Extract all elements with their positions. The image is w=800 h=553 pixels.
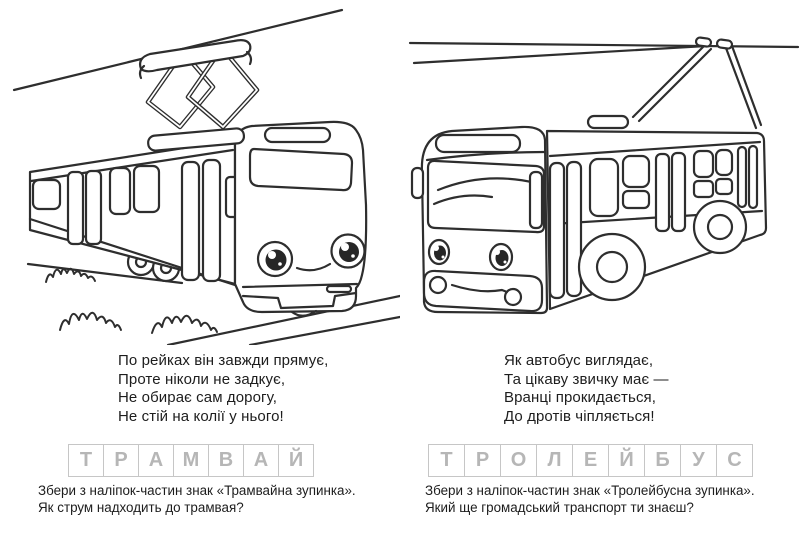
letter-cell: А	[138, 445, 173, 476]
trolley-wire	[412, 44, 708, 65]
poem-line: До дротів чіпляється!	[504, 407, 655, 425]
grass-tuft	[45, 267, 96, 283]
letter-cell: Б	[644, 445, 680, 476]
poem-line: Не обирає сам дорогу,	[118, 389, 277, 406]
tram-door	[180, 160, 201, 282]
tram-door	[201, 158, 222, 283]
answer-word-trolleybus: Т Р О Л Е Й Б У С	[428, 444, 753, 477]
grass-tuft	[151, 314, 218, 334]
trolleybus-door	[565, 160, 583, 298]
letter-cell: М	[173, 445, 208, 476]
roof-equipment-box	[586, 114, 630, 130]
trolleybus-window	[692, 179, 715, 199]
tram-door	[66, 170, 85, 246]
letter-cell: Е	[572, 445, 608, 476]
poem-line: Та цікаву звичку має —	[504, 370, 669, 388]
trolleybus-door	[654, 152, 671, 233]
trolleybus-poem: Як автобус виглядає, Та цікаву звичку ма…	[504, 352, 669, 426]
letter-cell: С	[716, 445, 752, 476]
task-line: Збери з наліпок-частин знак «Трамвайна з…	[38, 483, 356, 498]
tram-rail	[166, 294, 400, 345]
letter-cell: Т	[79, 449, 93, 471]
trolleybus-window	[714, 177, 734, 196]
tram-illustration	[12, 8, 400, 345]
letter-cell: У	[680, 445, 716, 476]
trolleybus-window	[714, 148, 734, 177]
trolley-pole	[631, 43, 707, 119]
letter-cell: Т	[440, 449, 453, 471]
answer-word-tram: Т Р А М В А Й	[68, 444, 314, 477]
tram-poem: По рейках він завжди прямує, Проте нікол…	[118, 352, 328, 426]
trolleybus-window	[692, 149, 715, 179]
tram-windshield	[248, 147, 354, 192]
trolleybus-door	[548, 161, 566, 300]
tram-rear-window	[31, 178, 62, 211]
trolleybus-window	[621, 154, 651, 189]
pantograph-contact-bar	[138, 39, 252, 73]
letter-cell: Й	[278, 445, 313, 476]
tram-door	[84, 169, 103, 246]
trolleybus-window	[588, 157, 620, 218]
letter-cell: А	[243, 445, 278, 476]
poem-line: По рейках він завжди прямує,	[118, 352, 329, 369]
letter-cell: В	[208, 445, 243, 476]
trolleybus-illustration	[408, 36, 800, 315]
letter-cell: О	[500, 445, 536, 476]
headlight	[428, 275, 448, 295]
headlight	[503, 287, 523, 307]
trolleybus-smile	[450, 283, 509, 294]
tram-rail	[248, 315, 400, 345]
letter-cell: Й	[608, 445, 644, 476]
trolleybus-destination-sign	[434, 133, 522, 154]
tram-window	[108, 166, 132, 216]
trolley-wire	[408, 41, 800, 49]
task-line: Який ще громадський транспорт ти знаєш?	[425, 499, 694, 515]
poem-line: Вранці прокидається,	[504, 389, 657, 406]
trolleybus-window	[736, 145, 748, 209]
letter-cell: Л	[536, 445, 572, 476]
task-line: Збери з наліпок-частин знак «Тролейбусна…	[425, 483, 755, 498]
tram-smile	[295, 262, 332, 272]
trolleybus-window	[621, 189, 651, 210]
letter-cell: Р	[103, 445, 138, 476]
side-mirror	[410, 166, 425, 200]
poem-line: Як автобус виглядає,	[504, 352, 654, 369]
task-line: Як струм надходить до трамвая?	[38, 499, 244, 515]
letter-cell: Р	[464, 445, 500, 476]
trolley-pole	[724, 46, 758, 130]
trolleybus-window	[747, 144, 759, 210]
tram-task: Збери з наліпок-частин знак «Трамвайна з…	[38, 483, 410, 516]
pantograph-base	[147, 127, 246, 152]
trolleybus-door	[670, 151, 687, 233]
trolleybus-task: Збери з наліпок-частин знак «Тролейбусна…	[425, 483, 797, 516]
tram-destination-sign	[263, 126, 332, 144]
tram-window	[132, 164, 161, 214]
poem-line: Не стій на колії у нього!	[118, 407, 284, 425]
trolley-pole-head	[694, 36, 713, 48]
poem-line: Проте ніколи не задкує,	[118, 370, 286, 388]
trolley-pole-head	[715, 38, 734, 50]
grass-tuft	[59, 311, 122, 331]
